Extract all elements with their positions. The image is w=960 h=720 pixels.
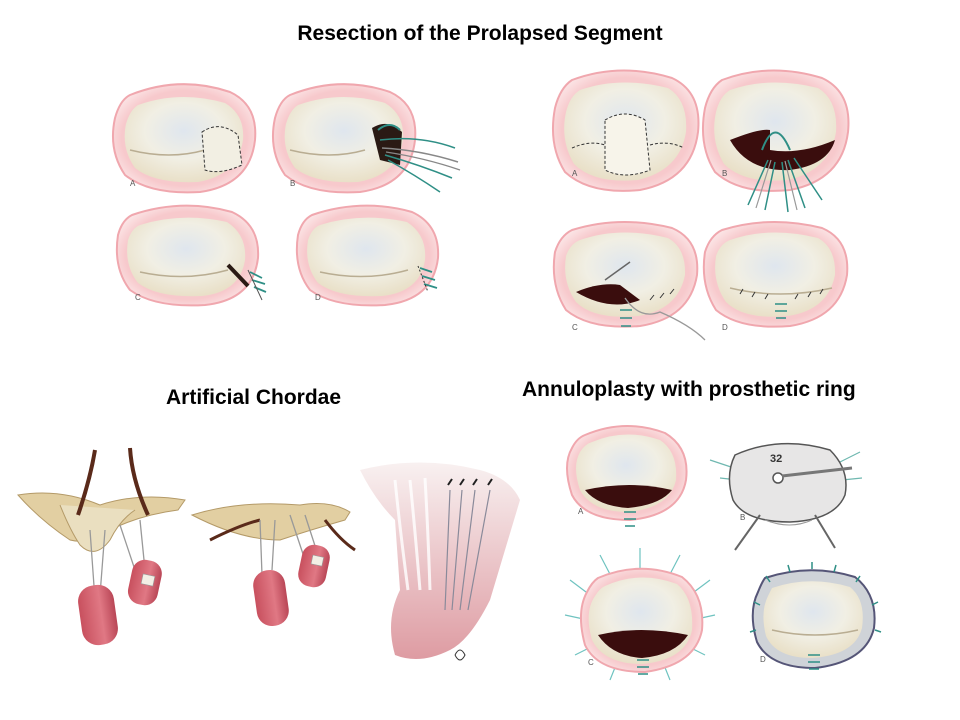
ring-size-label: 32 [770, 453, 782, 465]
panel-label-c: C [135, 293, 141, 302]
resection-right-panel-a: A [552, 69, 700, 192]
chordae-figure-left [17, 447, 186, 646]
panel-label-b-right: B [722, 169, 727, 178]
resection-left-panel-b: B [272, 83, 461, 194]
panel-label-d: D [315, 293, 321, 302]
panel-label-b: B [290, 179, 295, 188]
title-artificial-chordae: Artificial Chordae [166, 386, 342, 409]
resection-left-panel-a: A [112, 83, 257, 194]
title-resection: Resection of the Prolapsed Segment [297, 22, 663, 45]
resection-right-panel-c: C [552, 220, 706, 341]
panel-label-c-annuloplasty: C [588, 658, 594, 667]
panel-label-a: A [130, 179, 136, 188]
panel-label-d-annuloplasty: D [760, 655, 766, 664]
annuloplasty-panel-a: A [566, 425, 688, 527]
resection-left-panel-c: C [115, 204, 267, 307]
chordae-figure-right [360, 462, 520, 661]
resection-right-panel-b: B [702, 69, 850, 213]
panel-label-b-annuloplasty: B [740, 513, 745, 522]
annuloplasty-panel-b: 32 B [709, 442, 863, 551]
panel-label-d-right: D [722, 323, 728, 332]
annuloplasty-panel-c: C [564, 548, 716, 681]
panel-label-a-right: A [572, 169, 578, 178]
annuloplasty-panel-d: D [749, 562, 882, 670]
resection-left-panel-d: D [295, 204, 440, 307]
chordae-figure-middle [190, 503, 356, 627]
panel-label-c-right: C [572, 323, 578, 332]
resection-right-panel-d: D [702, 220, 849, 332]
panel-label-a-annuloplasty: A [578, 507, 584, 516]
title-annuloplasty: Annuloplasty with prosthetic ring [522, 378, 856, 401]
